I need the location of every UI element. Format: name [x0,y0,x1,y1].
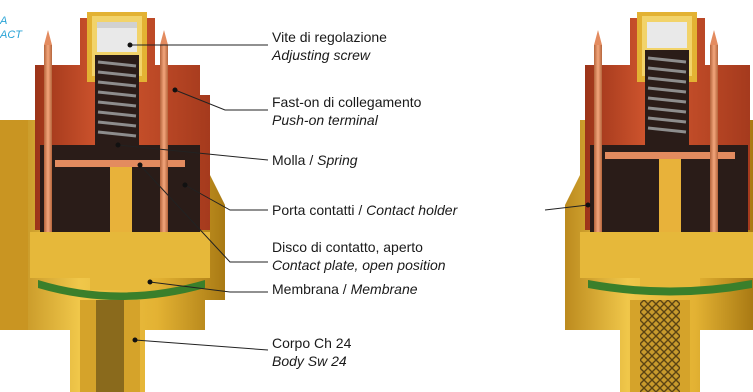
label-adjusting-screw: Vite di regolazione Adjusting screw [272,29,387,63]
label-membrane: Membrana / Membrane [272,281,418,297]
pressure-switch-closed-icon [560,12,753,392]
label-body: Corpo Ch 24 Body Sw 24 [272,335,352,369]
label-push-on-terminal: Fast-on di collegamento Push-on terminal [272,94,422,128]
pressure-switch-open-icon [0,12,225,392]
leader-lines [117,44,589,351]
corner-caption: A ACT [0,15,22,41]
label-contact-holder: Porta contatti / Contact holder [272,202,458,218]
label-contact-plate: Disco di contatto, aperto Contact plate,… [272,239,446,273]
label-spring: Molla / Spring [272,152,358,168]
